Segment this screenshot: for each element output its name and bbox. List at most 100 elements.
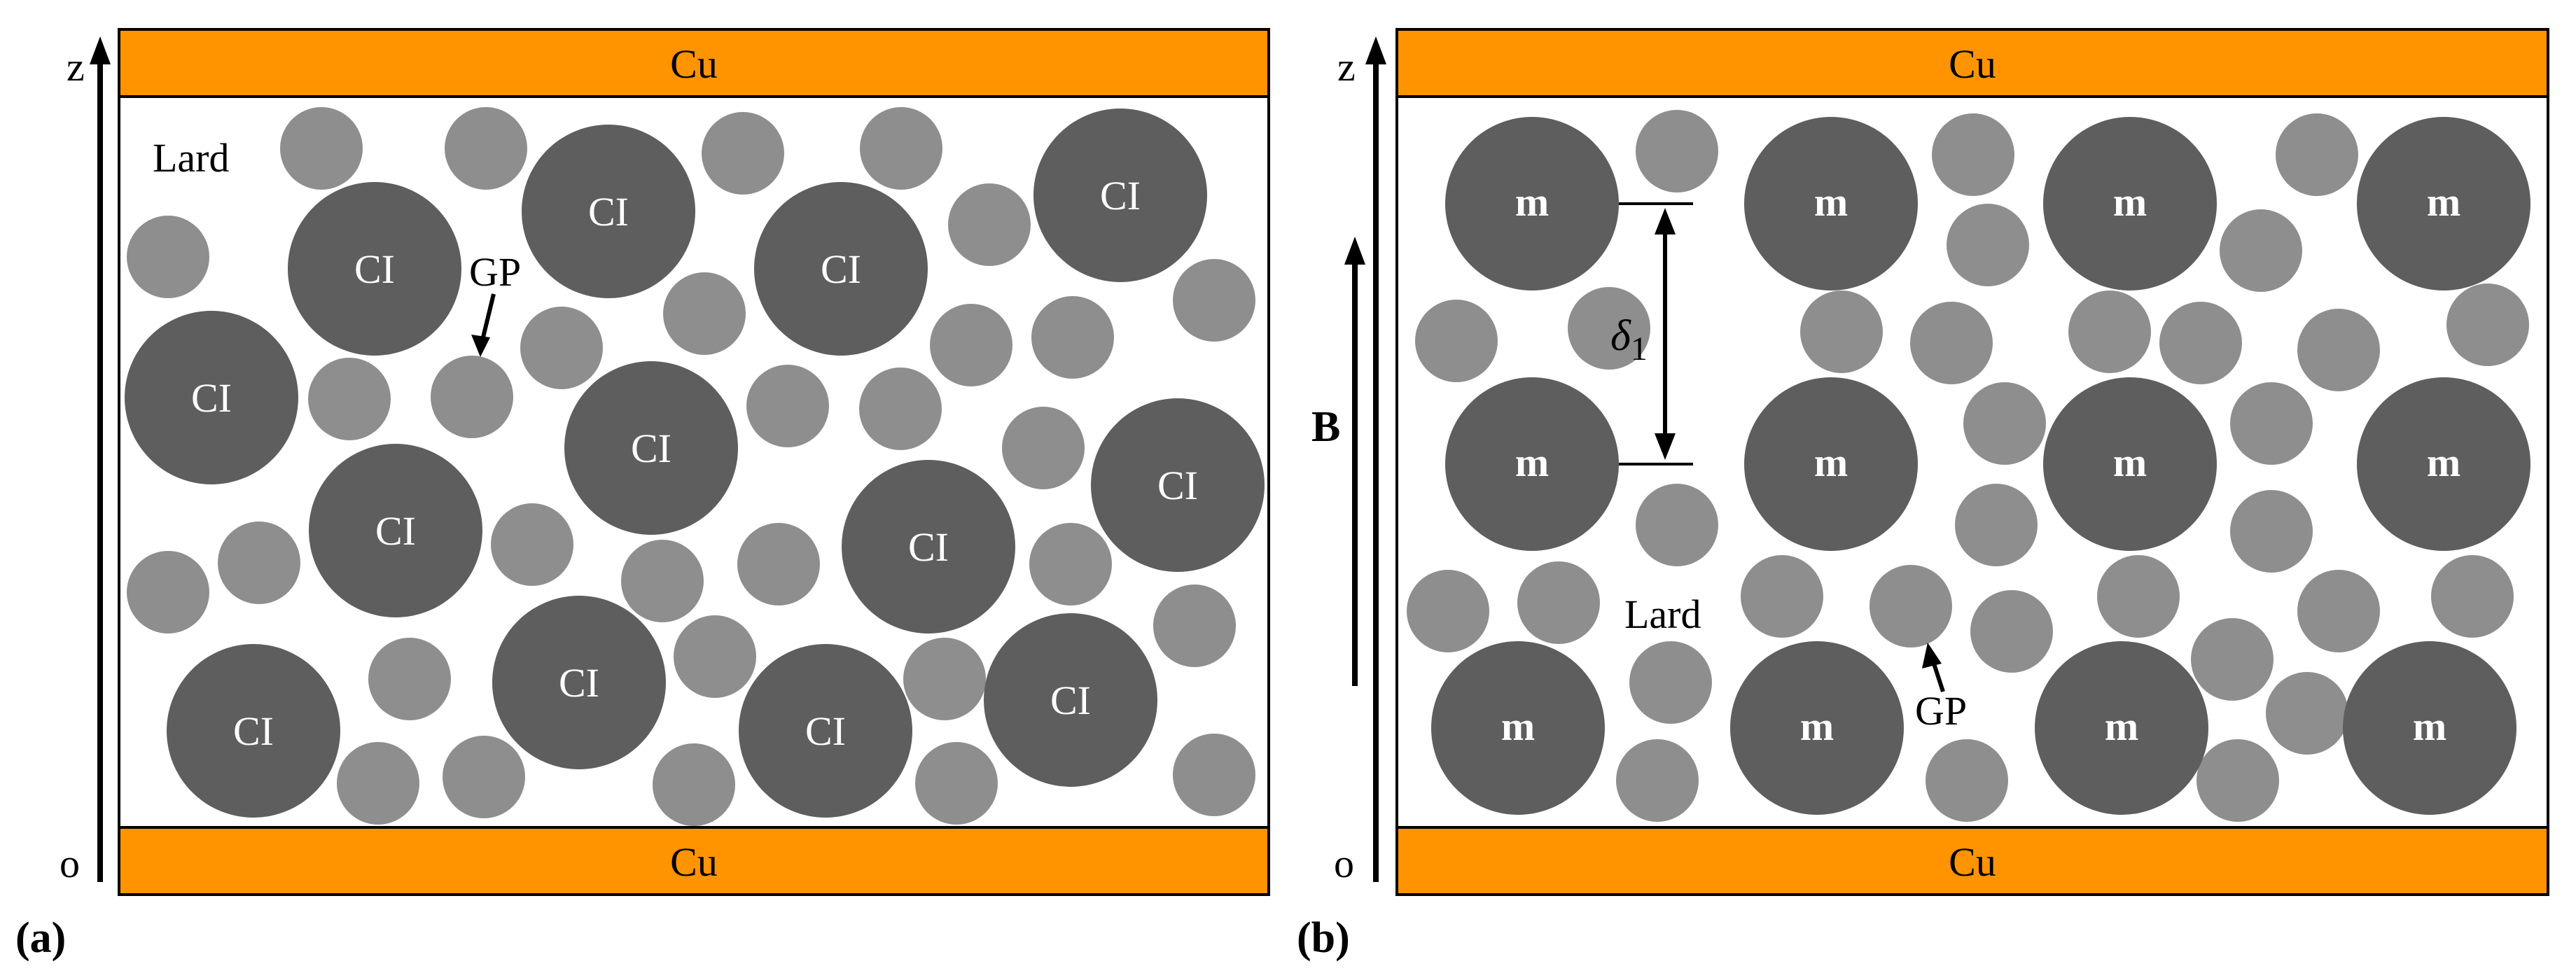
magnetic-particle [1445, 377, 1619, 551]
ci-label: CI [233, 708, 274, 754]
ci-label: CI [375, 508, 416, 554]
panel-b-copper-top-label: Cu [1949, 41, 1996, 87]
graphite-particle [445, 107, 527, 190]
graphite-particle [1955, 484, 2038, 566]
graphite-particle [702, 112, 784, 195]
ci-label: CI [1050, 678, 1091, 723]
graphite-particle [2159, 302, 2242, 384]
graphite-particle [2191, 618, 2274, 701]
magnetic-particle [2043, 117, 2217, 290]
panel-a-copper-bottom [118, 826, 1270, 896]
graphite-particle [2230, 490, 2313, 573]
graphite-particle [1029, 523, 1112, 606]
m-label: m [1515, 440, 1549, 485]
graphite-particle [1910, 302, 1993, 384]
gap-subscript: 1 [1631, 330, 1648, 368]
graphite-particle [2266, 672, 2348, 755]
panel-b-copper-top [1395, 28, 2549, 98]
carbonyl-iron-particle [564, 361, 738, 535]
m-label: m [2413, 704, 2446, 749]
graphite-particle [1568, 287, 1650, 370]
graphite-particle [2220, 209, 2302, 292]
magnetic-particle [1744, 377, 1918, 551]
panel-b-gap-indicator: δ1 [1610, 202, 1693, 465]
ci-label: CI [908, 524, 949, 570]
ci-label: CI [354, 246, 395, 292]
graphite-particle [1870, 565, 1952, 648]
panel-b-gp-label: GP [1915, 688, 1967, 734]
panel-b-m-labels: m m m m m m m m m m m m [1501, 179, 2460, 749]
panel-a-copper-top [118, 28, 1270, 98]
panel-a-z-axis-arrowhead [90, 36, 111, 64]
panel-a-axis-origin-label: o [60, 841, 80, 886]
graphite-particle [737, 523, 820, 606]
graphite-particle [1616, 739, 1699, 822]
graphite-particle [2196, 739, 2279, 822]
graphite-particle [1636, 110, 1718, 192]
carbonyl-iron-particle [739, 644, 912, 818]
graphite-particle [368, 638, 451, 720]
panel-a-matrix-label: Lard [153, 135, 230, 181]
graphite-particle [127, 216, 209, 298]
graphite-particle [1517, 561, 1600, 644]
graphite-particle [308, 358, 391, 440]
panel-a-axis-top-label: z [67, 44, 85, 90]
graphite-particle [948, 183, 1031, 266]
graphite-particle [915, 742, 998, 825]
carbonyl-iron-particle [309, 444, 482, 617]
panel-b-label: (b) [1297, 914, 1350, 962]
panel-a-label: (a) [15, 914, 66, 962]
ci-label: CI [1157, 463, 1198, 508]
panel-b-axis-top-label: z [1337, 44, 1356, 90]
graphite-particle [1031, 296, 1114, 379]
magnetic-particle [2357, 377, 2530, 551]
ci-label: CI [559, 660, 599, 706]
ci-label: CI [631, 426, 671, 471]
graphite-particle [1932, 113, 2014, 196]
m-label: m [1800, 704, 1834, 749]
graphite-particle [491, 503, 573, 586]
graphite-particle [337, 742, 419, 825]
panel-b-field-label: B [1311, 403, 1340, 451]
graphite-particle [2297, 309, 2380, 391]
graphite-particle [1741, 555, 1823, 638]
ci-label: CI [191, 375, 232, 421]
m-label: m [1515, 179, 1549, 225]
carbonyl-iron-particle [492, 596, 666, 769]
graphite-particle [2297, 570, 2380, 652]
graphite-particle [1970, 590, 2053, 673]
panel-b-field-arrowhead [1344, 237, 1365, 265]
m-label: m [2427, 179, 2460, 225]
panel-a-graphite-particles [127, 107, 1255, 826]
graphite-particle [860, 107, 942, 190]
graphite-particle [443, 736, 525, 818]
graphite-particle [2431, 555, 2514, 638]
graphite-particle [1153, 584, 1236, 667]
panel-a-gp-label: GP [469, 249, 521, 295]
graphite-particle [2446, 284, 2529, 366]
graphite-particle [903, 638, 986, 720]
m-label: m [2105, 704, 2138, 749]
graphite-particle [1926, 739, 2008, 822]
graphite-particle [1407, 570, 1489, 652]
magnetic-particle [2343, 641, 2516, 815]
gap-symbol: δ1 [1610, 312, 1648, 368]
graphite-particle [1415, 300, 1498, 382]
panel-b-copper-bottom-label: Cu [1949, 839, 1996, 885]
ci-label: CI [1100, 173, 1141, 218]
carbonyl-iron-particle [522, 125, 695, 298]
magnetic-particle [2043, 377, 2217, 551]
graphite-particle [746, 365, 829, 447]
magnetic-particle [2357, 117, 2530, 290]
graphite-particle [930, 304, 1012, 386]
panel-a-gp-arrow [480, 293, 496, 344]
graphite-particle [1173, 259, 1255, 342]
graphite-particle [859, 368, 942, 450]
carbonyl-iron-particle [842, 460, 1015, 634]
graphite-particle [2068, 290, 2151, 373]
magnetic-particle [1431, 641, 1605, 815]
panel-b-graphite-particles [1407, 110, 2529, 822]
carbonyl-iron-particle [1091, 398, 1265, 572]
graphite-particle [663, 272, 746, 355]
